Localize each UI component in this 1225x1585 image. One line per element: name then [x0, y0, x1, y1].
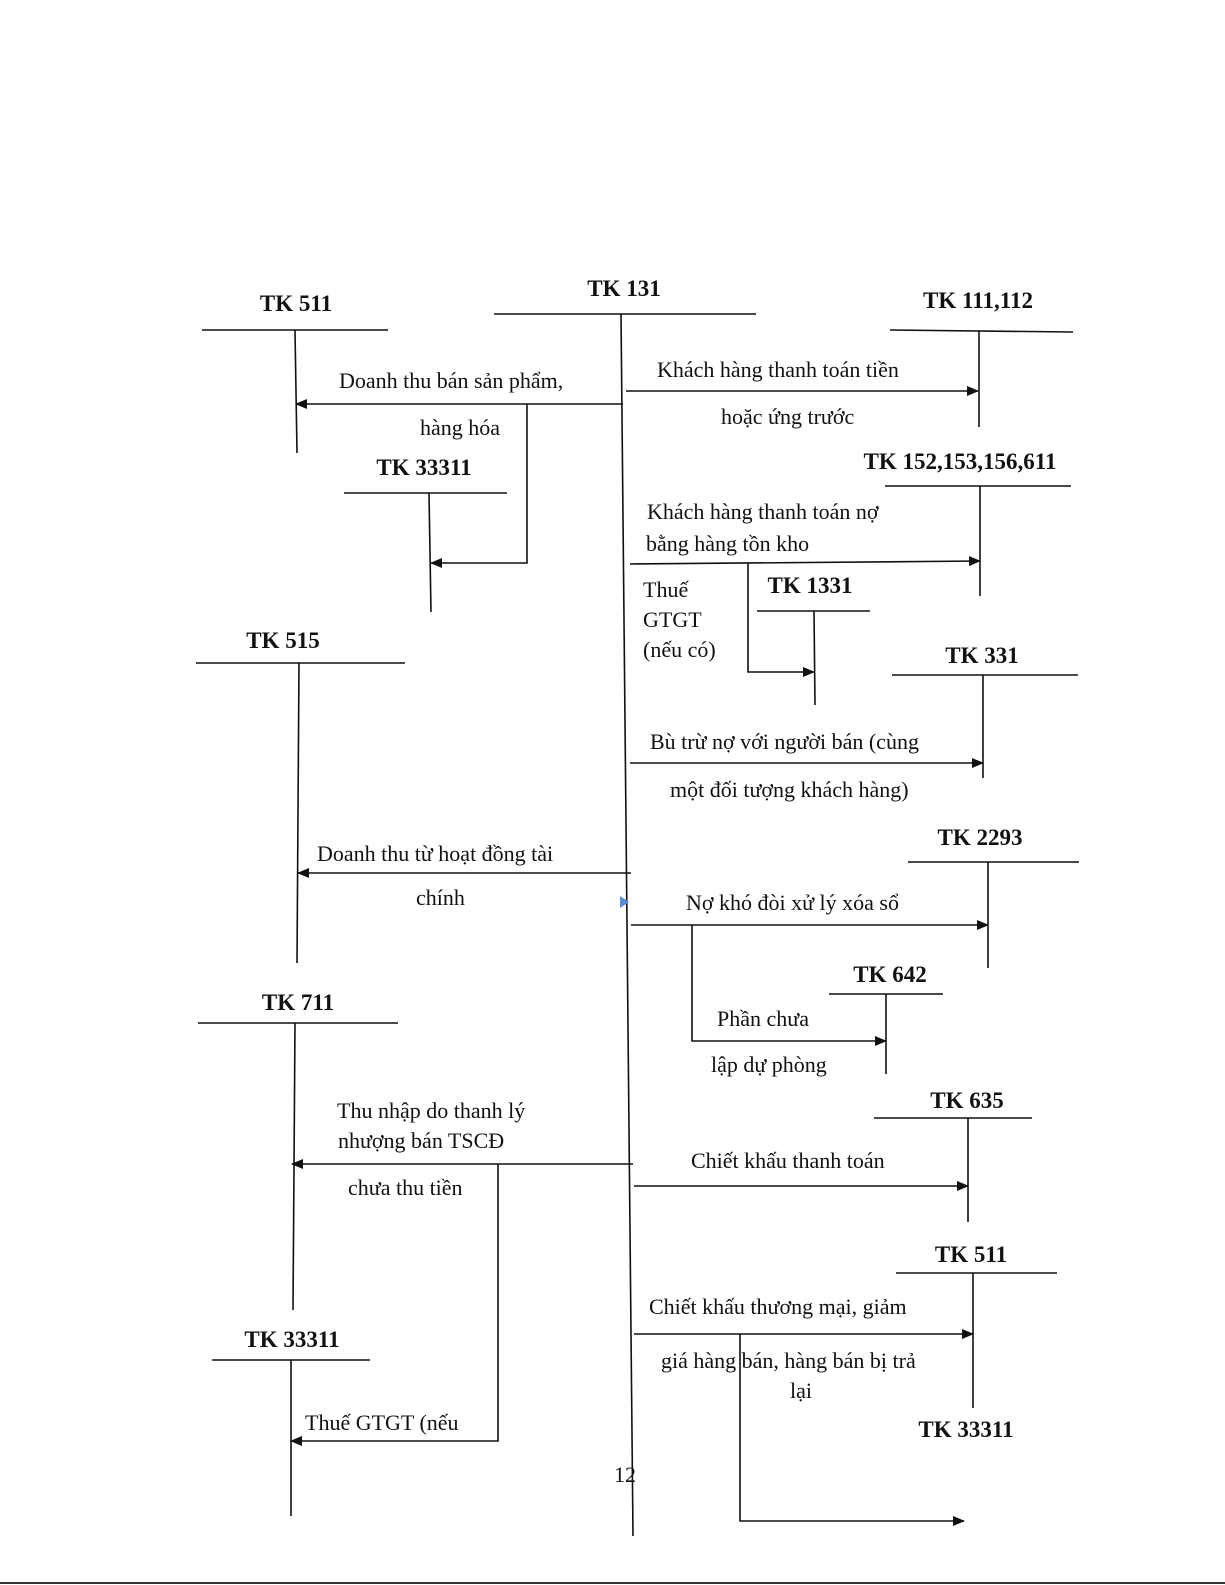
flow-trade-discount: Chiết khấu thương mại, giảm giá hàng bán… [634, 1294, 974, 1526]
t-account-tk131: TK 131 [494, 276, 756, 1537]
t-account-tk1331: TK 1331 [757, 573, 870, 706]
t-account-tk331: TK 331 [892, 643, 1078, 778]
account-label: TK 152,153,156,611 [864, 449, 1057, 474]
arrow-to-tk33311 [430, 404, 528, 568]
flow-label: Chiết khấu thương mại, giảm [649, 1294, 907, 1319]
t-account-tk511-bottom: TK 511 [896, 1242, 1057, 1408]
flow-bad-debt: Nợ khó đòi xử lý xóa sổ Phần chưa lập dự… [631, 890, 989, 1077]
flow-label: hàng hóa [420, 415, 500, 440]
flow-asset-disposal: Thu nhập do thanh lý nhượng bán TSCĐ chư… [290, 1098, 633, 1446]
account-label: TK 635 [930, 1088, 1003, 1113]
t-account-stem [620, 313, 634, 1537]
flow-label: Bù trừ nợ với người bán (cùng [650, 729, 919, 754]
account-label: TK 33311 [244, 1327, 339, 1352]
small-blue-marker [620, 896, 629, 908]
flow-offset-supplier: Bù trừ nợ với người bán (cùng một đối tư… [630, 729, 984, 802]
t-account-stem [294, 329, 298, 454]
flow-label: hoặc ứng trước [721, 404, 854, 429]
t-account-stem [428, 492, 432, 613]
t-account-tk111-112: TK 111,112 [889, 288, 1074, 427]
flow-label: Phần chưa [717, 1006, 809, 1031]
flow-label: Doanh thu bán sản phẩm, [339, 368, 563, 393]
flow-payment-discount: Chiết khấu thanh toán [634, 1148, 969, 1191]
flow-label: Thuế GTGT (nếu [305, 1410, 459, 1435]
flow-financial-revenue: Doanh thu từ hoạt đồng tài chính [297, 841, 631, 910]
flow-label: Chiết khấu thanh toán [691, 1148, 885, 1173]
flow-label: bằng hàng tồn kho [646, 531, 809, 556]
flow-sales-revenue: Doanh thu bán sản phẩm, hàng hóa [295, 368, 623, 568]
account-label: TK 131 [587, 276, 660, 301]
account-label: TK 515 [246, 628, 319, 653]
flow-label: giá hàng bán, hàng bán bị trả [661, 1348, 916, 1373]
flow-label: (nếu có) [643, 637, 716, 662]
t-account-stem [292, 1022, 296, 1311]
t-account-tk511-top: TK 511 [202, 291, 388, 454]
t-account-stem [296, 662, 300, 964]
flow-label: lại [790, 1378, 812, 1403]
flow-label: Thuế [643, 577, 689, 602]
flow-label: chính [416, 885, 465, 910]
account-label: TK 642 [853, 962, 926, 987]
flow-pay-by-inventory: Khách hàng thanh toán nợ bằng hàng tồn k… [629, 499, 981, 677]
account-label: TK 711 [262, 990, 334, 1015]
flow-label: chưa thu tiền [348, 1175, 463, 1200]
account-label: TK 1331 [768, 573, 853, 598]
flow-label: nhượng bán TSCĐ [338, 1128, 504, 1153]
flow-label: Khách hàng thanh toán nợ [647, 499, 879, 524]
arrow-to-tk1331 [747, 563, 815, 677]
t-account-tk152-153-156-611: TK 152,153,156,611 [864, 449, 1071, 596]
account-label: TK 111,112 [923, 288, 1033, 313]
page-number: 12 [614, 1462, 636, 1487]
flow-label: Doanh thu từ hoạt đồng tài [317, 841, 553, 866]
flow-label: lập dự phòng [711, 1052, 827, 1077]
t-account-tk642: TK 642 [829, 962, 943, 1074]
account-label: TK 331 [945, 643, 1018, 668]
t-account-tk33311-bottom-left: TK 33311 [212, 1327, 370, 1516]
t-account-tk33311-top: TK 33311 [344, 455, 507, 613]
arrow-to-tk33311-left [290, 1164, 499, 1446]
t-account-tk515: TK 515 [196, 628, 405, 964]
account-label-tk33311-bottom-right: TK 33311 [918, 1417, 1013, 1442]
arrow-to-tk642 [691, 925, 887, 1046]
flow-label: Khách hàng thanh toán tiền [657, 357, 899, 382]
flow-label: GTGT [643, 607, 702, 632]
account-label: TK 2293 [938, 825, 1023, 850]
t-account-tk2293: TK 2293 [908, 825, 1079, 968]
flow-label: một đối tượng khách hàng) [670, 777, 909, 802]
flow-label: Thu nhập do thanh lý [337, 1098, 525, 1123]
account-label: TK 511 [935, 1242, 1007, 1267]
t-account-tk635: TK 635 [874, 1088, 1032, 1222]
account-label: TK 33311 [376, 455, 471, 480]
arrow-to-tk33311-right [739, 1334, 965, 1526]
t-account-stem [813, 610, 816, 706]
arrow-to-tk152-group [629, 556, 981, 567]
account-label: TK 511 [260, 291, 332, 316]
flow-customer-payment: Khách hàng thanh toán tiền hoặc ứng trướ… [626, 357, 979, 429]
flow-label: Nợ khó đòi xử lý xóa sổ [686, 890, 899, 915]
t-account-bar [889, 329, 1074, 333]
